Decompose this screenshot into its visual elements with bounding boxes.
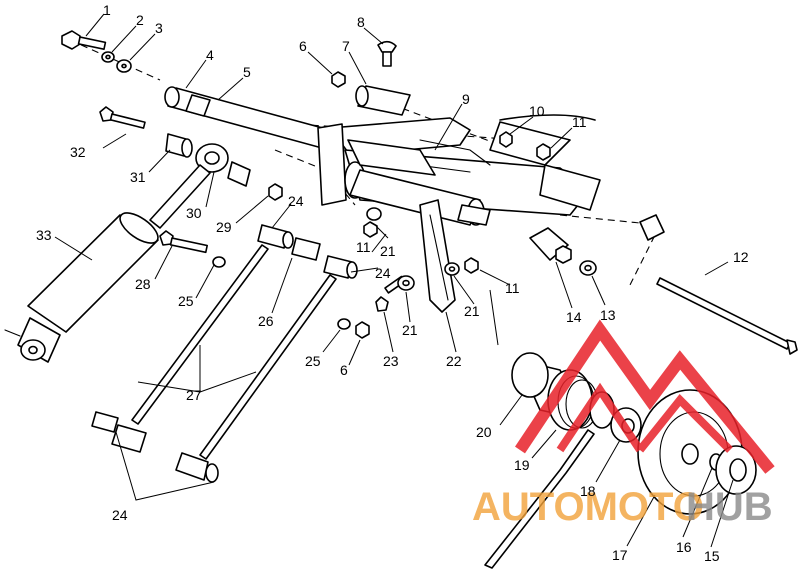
nut-6-upper <box>331 71 346 88</box>
callout-19: 19 <box>514 457 530 473</box>
watermark-logo <box>515 319 775 474</box>
callout-21-left: 21 <box>402 322 418 338</box>
callout-24-lower: 24 <box>112 507 128 523</box>
callout-24-top: 24 <box>288 193 304 209</box>
callout-11-upper: 11 <box>572 114 587 130</box>
washer-21-left <box>397 275 415 291</box>
bolt-1 <box>61 30 107 51</box>
callout-13: 13 <box>600 307 616 323</box>
callout-22: 22 <box>446 353 462 369</box>
callout-7: 7 <box>342 38 350 54</box>
callout-8: 8 <box>357 14 365 30</box>
washer-13 <box>579 260 597 276</box>
bushing-31 <box>165 133 193 158</box>
callout-30: 30 <box>186 205 202 221</box>
pivot-plate-22 <box>419 199 456 313</box>
nut-11-center <box>363 221 378 238</box>
link-rods-27 <box>131 244 337 460</box>
washer-25-lower <box>337 318 351 330</box>
link-bushing-24-top <box>257 224 294 249</box>
callout-20: 20 <box>476 424 492 440</box>
callout-2: 2 <box>136 12 144 28</box>
bolt-28 <box>159 230 209 254</box>
callout-24-mid: 24 <box>375 265 391 281</box>
callout-3: 3 <box>155 20 163 36</box>
nut-6-lower <box>355 321 370 339</box>
callout-21-top: 21 <box>380 243 396 259</box>
link-bushing-24-mid <box>323 255 358 279</box>
shock-eye-30 <box>195 143 251 187</box>
washer-3 <box>116 59 132 73</box>
link-bushing-26 <box>291 237 321 261</box>
callout-25-lower: 25 <box>305 353 321 369</box>
callout-10: 10 <box>529 103 545 119</box>
callout-11-center: 11 <box>356 239 371 255</box>
washer-21-top <box>366 207 382 221</box>
nut-11-upper <box>536 143 551 161</box>
washer-2 <box>101 51 115 63</box>
nut-10 <box>499 131 513 148</box>
callout-26: 26 <box>258 313 274 329</box>
callout-12: 12 <box>733 249 749 265</box>
callout-21-right: 21 <box>464 303 480 319</box>
shock-absorber-33 <box>4 164 211 363</box>
callout-25-left: 25 <box>178 293 194 309</box>
callout-5: 5 <box>243 64 251 80</box>
washer-21-right <box>444 262 460 276</box>
upper-shaft-7 <box>355 85 411 116</box>
watermark-brand-part2: HUB <box>686 485 773 529</box>
leader-lines <box>54 13 734 548</box>
bolt-12 <box>656 277 798 355</box>
callout-31: 31 <box>130 169 146 185</box>
callout-18: 18 <box>580 483 596 499</box>
callout-32: 32 <box>70 144 86 160</box>
callout-16: 16 <box>676 539 692 555</box>
clip-right <box>639 214 665 241</box>
nut-29 <box>268 183 283 201</box>
callout-9: 9 <box>462 91 470 107</box>
cross-shaft <box>349 169 491 226</box>
callout-6-upper: 6 <box>299 38 307 54</box>
link-bushing-24-lower <box>91 411 219 483</box>
callout-28: 28 <box>135 276 151 292</box>
callout-4: 4 <box>206 47 214 63</box>
bolt-8 <box>377 40 397 67</box>
callout-14: 14 <box>566 309 582 325</box>
callout-17: 17 <box>612 547 628 563</box>
washer-25-upper <box>212 256 226 268</box>
watermark-brand-part1: AUTOMOTO <box>472 485 704 529</box>
nut-11-right <box>464 257 479 274</box>
callout-33: 33 <box>36 227 52 243</box>
callout-11-right: 11 <box>505 280 520 296</box>
callout-1: 1 <box>103 2 111 18</box>
callout-labels: 1 2 3 4 5 6 7 8 9 10 11 12 13 14 15 16 1… <box>36 2 749 564</box>
callout-29: 29 <box>216 219 232 235</box>
bracket-14 <box>529 227 572 264</box>
callout-23: 23 <box>383 353 399 369</box>
callout-6-lower: 6 <box>340 362 348 378</box>
callout-15: 15 <box>704 548 720 564</box>
washer-15 <box>715 445 757 495</box>
bolt-32 <box>99 106 146 129</box>
callout-27: 27 <box>186 387 202 403</box>
upper-shaft-4-5 <box>164 86 331 149</box>
